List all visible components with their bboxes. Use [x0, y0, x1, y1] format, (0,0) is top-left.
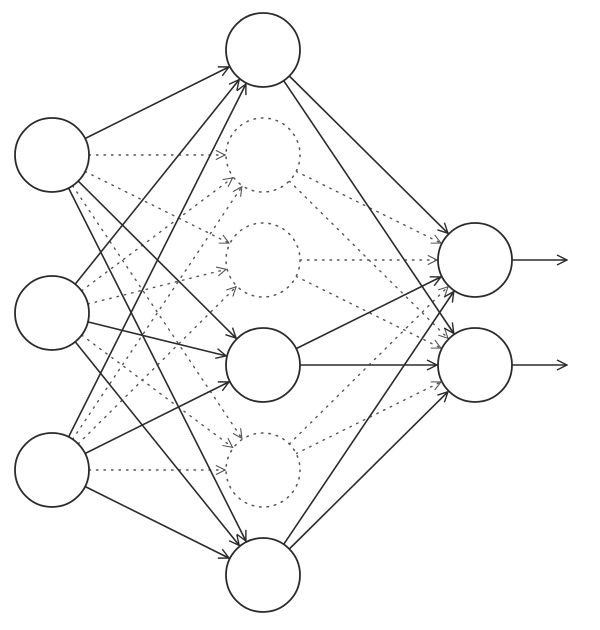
neuron	[437, 222, 513, 298]
active-connection	[87, 321, 226, 356]
active-connection	[74, 340, 239, 546]
dropped-connections	[71, 155, 448, 470]
dropped-connection	[80, 334, 233, 447]
dropped-neuron	[225, 117, 301, 193]
dropped-connection	[295, 170, 441, 244]
neuron	[225, 537, 301, 613]
active-connection	[74, 80, 239, 285]
neuron	[14, 275, 90, 351]
active-connection	[282, 292, 454, 546]
dropped-connection	[288, 287, 448, 445]
active-connection	[288, 392, 448, 550]
dropped-connection	[71, 187, 243, 440]
neuron	[14, 432, 90, 508]
active-connection	[67, 84, 247, 438]
dropped-connection	[87, 269, 226, 305]
dropped-connection	[295, 381, 441, 455]
neurons	[14, 12, 513, 613]
neuron	[225, 327, 301, 403]
dropped-neuron	[225, 222, 301, 298]
active-connections	[67, 66, 454, 559]
active-connection	[288, 75, 448, 233]
dropped-connection	[80, 178, 233, 292]
dropped-neuron	[225, 432, 301, 508]
dropped-connection	[295, 275, 441, 349]
active-connection	[295, 276, 441, 350]
neuron	[437, 327, 513, 403]
active-connection	[84, 381, 229, 455]
active-connection	[67, 187, 247, 541]
dropped-connection	[71, 184, 243, 439]
active-connection	[282, 79, 454, 334]
active-connection	[84, 66, 229, 140]
active-connection	[84, 485, 229, 559]
dropped-connection	[288, 180, 448, 338]
neuron	[14, 117, 90, 193]
output-arrows	[512, 260, 567, 365]
neuron	[225, 12, 301, 88]
dropped-connection	[77, 287, 236, 445]
